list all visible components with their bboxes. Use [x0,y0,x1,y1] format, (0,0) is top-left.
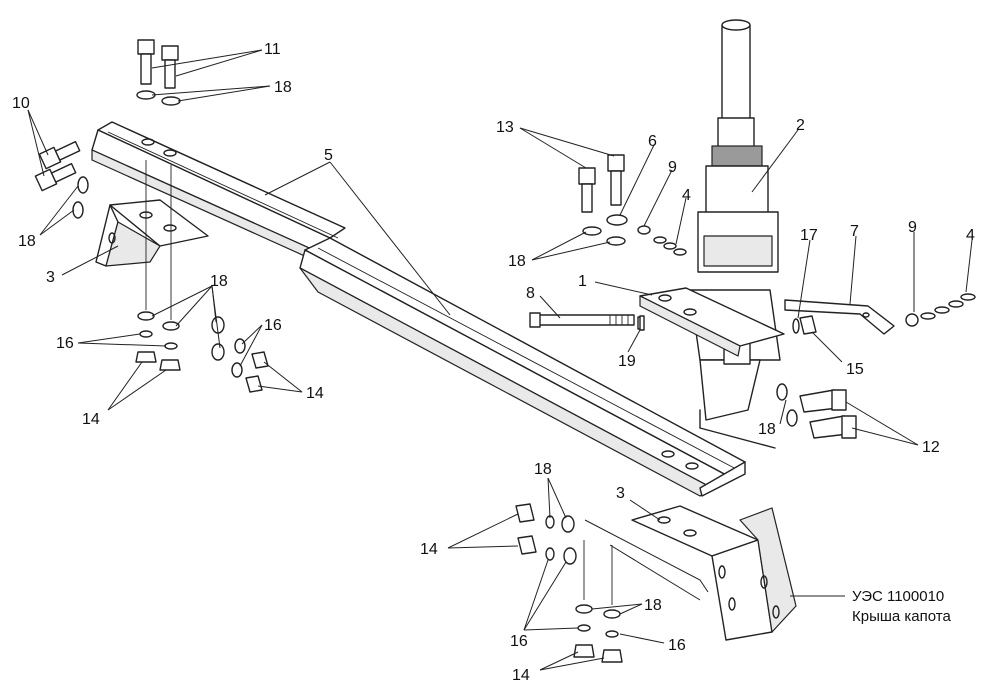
caption-name: Крыша капота [852,608,951,625]
callout-14-left: 14 [82,411,100,428]
callout-5: 5 [324,147,333,164]
callout-4-right: 4 [966,227,975,244]
callout-18-lower-right: 18 [644,597,662,614]
callout-10: 10 [12,95,30,112]
rod-7 [784,299,895,335]
callout-18-mid: 18 [508,253,526,270]
callout-3-right: 3 [616,485,625,502]
chain-4-right [905,293,976,327]
callout-8: 8 [526,285,535,302]
callout-19: 19 [618,353,636,370]
callout-4: 4 [682,187,691,204]
callout-13: 13 [496,119,514,136]
callout-18-right: 18 [758,421,776,438]
bolts-11 [136,39,181,106]
callout-16-lower: 16 [510,633,528,650]
callout-1: 1 [578,273,587,290]
callout-18-lower: 18 [534,461,552,478]
callout-18-top: 18 [274,79,292,96]
callout-6: 6 [648,133,657,150]
callout-12: 12 [922,439,940,456]
column-assembly-2 [689,19,781,449]
callout-2: 2 [796,117,805,134]
callout-9: 9 [668,159,677,176]
callout-numbers: 11 18 10 18 3 5 18 16 16 14 14 13 6 9 4 … [12,41,975,684]
callout-16-mid: 16 [264,317,282,334]
fasteners-left [135,160,269,393]
caption-code: УЭС 1100010 [852,588,944,605]
callout-3-left: 3 [46,269,55,286]
callout-15: 15 [846,361,864,378]
beam-channel-5 [91,121,746,497]
callout-18-mid-left: 18 [210,273,228,290]
nut-15-washer-17 [639,315,817,335]
callout-18-left: 18 [18,233,36,250]
bolts-12 [776,383,857,439]
chain-4-upper [637,225,687,256]
bolts-10 [34,140,89,219]
fasteners-right [515,503,623,663]
callout-11: 11 [264,41,281,58]
callout-16-left: 16 [56,335,74,352]
long-bolt-8 [529,312,644,330]
bracket-3-left [95,199,209,267]
callout-9-right: 9 [908,219,917,236]
bolts-13 [578,154,628,246]
callout-16-lower-right: 16 [668,637,686,654]
callout-17: 17 [800,227,818,244]
callout-14-mid: 14 [306,385,324,402]
leader-lines [27,49,973,671]
callout-7: 7 [850,223,859,240]
callout-14-lower: 14 [420,541,438,558]
plate-1 [639,287,785,357]
bracket-3-right [584,505,797,641]
callout-14-bottom: 14 [512,667,530,684]
